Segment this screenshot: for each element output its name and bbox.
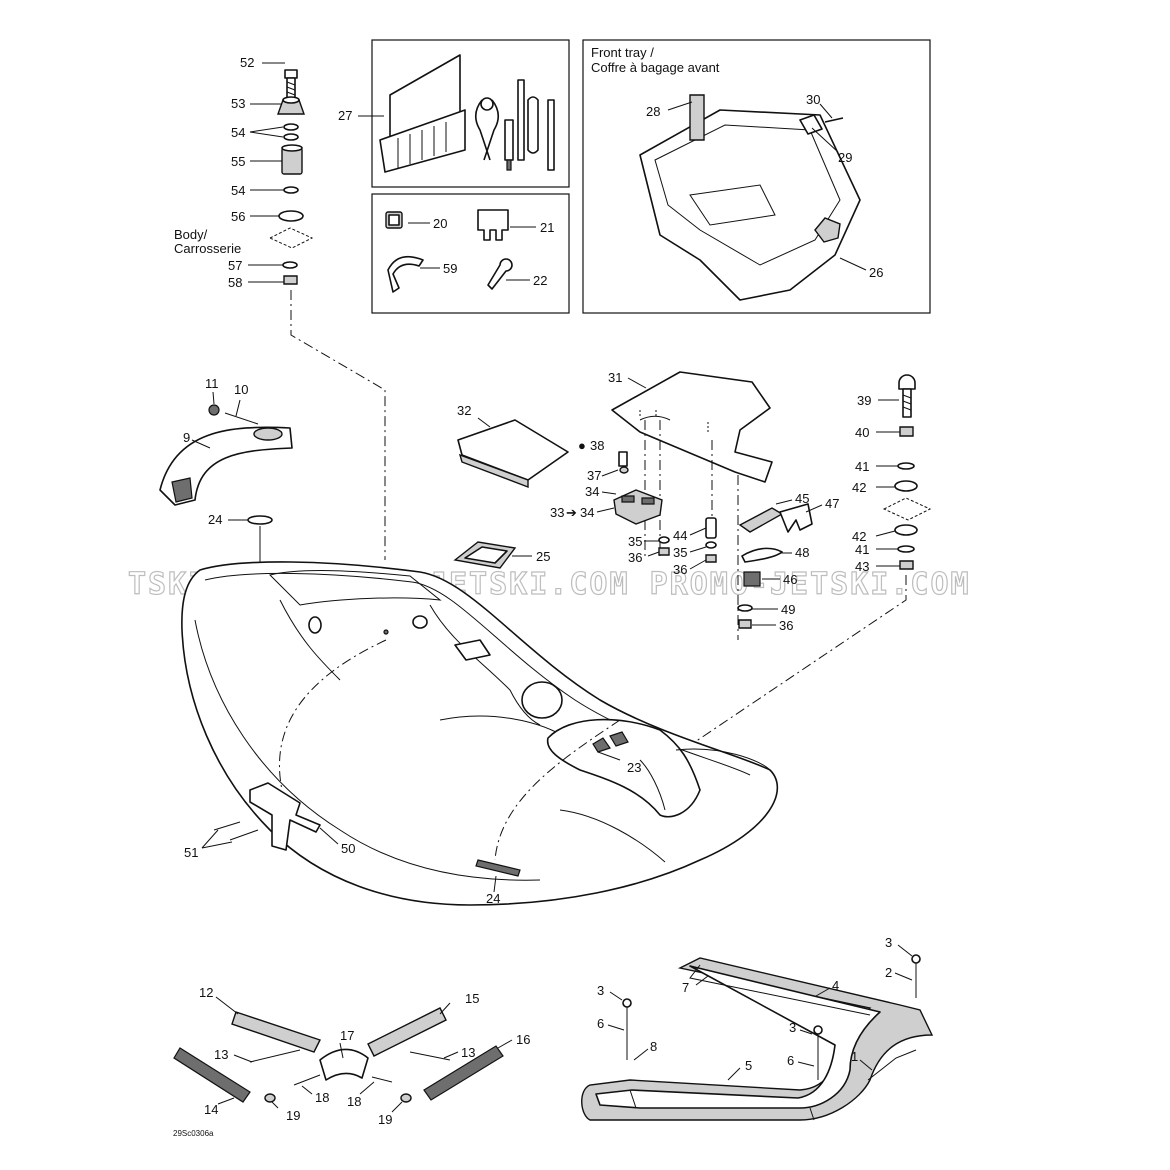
label-23: 23 bbox=[627, 760, 641, 775]
leaders-left-stack bbox=[248, 62, 285, 283]
label-2: 2 bbox=[885, 965, 892, 980]
label-41b: 41 bbox=[855, 542, 869, 557]
label-28: 28 bbox=[646, 104, 660, 119]
mounting-stack-right bbox=[679, 374, 932, 753]
drawing-code: 29Sc0306a bbox=[173, 1129, 214, 1138]
label-10: 10 bbox=[234, 382, 248, 397]
body-label-line2: Carrosserie bbox=[174, 241, 241, 256]
label-39: 39 bbox=[857, 393, 871, 408]
label-29: 29 bbox=[838, 150, 852, 165]
bracket-assembly bbox=[201, 782, 521, 893]
arrow-symbol: ➔ bbox=[566, 505, 577, 520]
label-18a: 18 bbox=[315, 1090, 329, 1105]
label-54a: 54 bbox=[231, 125, 245, 140]
label-3c: 3 bbox=[789, 1020, 796, 1035]
label-36a: 36 bbox=[628, 550, 642, 565]
label-24a: 24 bbox=[208, 512, 222, 527]
seat-assembly bbox=[596, 371, 773, 640]
label-33: 33 bbox=[550, 505, 564, 520]
label-25: 25 bbox=[536, 549, 550, 564]
label-24b: 24 bbox=[486, 891, 500, 906]
label-9: 9 bbox=[183, 430, 190, 445]
label-46: 46 bbox=[783, 572, 797, 587]
label-36c: 36 bbox=[779, 618, 793, 633]
label-21: 21 bbox=[540, 220, 554, 235]
label-5: 5 bbox=[745, 1058, 752, 1073]
label-7: 7 bbox=[682, 980, 689, 995]
label-22: 22 bbox=[533, 273, 547, 288]
label-44: 44 bbox=[673, 528, 687, 543]
label-4: 4 bbox=[832, 978, 839, 993]
label-3a: 3 bbox=[885, 935, 892, 950]
label-34: 34 bbox=[585, 484, 599, 499]
label-48: 48 bbox=[795, 545, 809, 560]
label-52: 52 bbox=[240, 55, 254, 70]
foot-mat-parts bbox=[581, 944, 934, 1121]
tool-kit bbox=[358, 54, 555, 173]
label-45: 45 bbox=[795, 491, 809, 506]
small-parts bbox=[385, 209, 536, 293]
label-37: 37 bbox=[587, 468, 601, 483]
label-55: 55 bbox=[231, 154, 245, 169]
label-54b: 54 bbox=[231, 183, 245, 198]
label-11: 11 bbox=[205, 376, 219, 391]
label-31: 31 bbox=[608, 370, 622, 385]
label-19a: 19 bbox=[286, 1108, 300, 1123]
label-43: 43 bbox=[855, 559, 869, 574]
front-tray-title-line2: Coffre à bagage avant bbox=[591, 60, 720, 75]
label-13b: 13 bbox=[461, 1045, 475, 1060]
label-41a: 41 bbox=[855, 459, 869, 474]
label-42a: 42 bbox=[852, 480, 866, 495]
label-30: 30 bbox=[806, 92, 820, 107]
label-38: 38 bbox=[590, 438, 604, 453]
label-26: 26 bbox=[869, 265, 883, 280]
label-17: 17 bbox=[340, 1028, 354, 1043]
label-35a: 35 bbox=[628, 534, 642, 549]
label-58: 58 bbox=[228, 275, 242, 290]
bumper-parts bbox=[173, 996, 513, 1113]
label-47: 47 bbox=[825, 496, 839, 511]
small-cover-parts bbox=[228, 417, 569, 569]
label-1: 1 bbox=[851, 1049, 858, 1064]
label-27: 27 bbox=[338, 108, 352, 123]
label-19b: 19 bbox=[378, 1112, 392, 1127]
grab-handle bbox=[159, 391, 293, 506]
label-6b: 6 bbox=[787, 1053, 794, 1068]
label-59: 59 bbox=[443, 261, 457, 276]
label-49: 49 bbox=[781, 602, 795, 617]
label-34b: 34 bbox=[580, 505, 594, 520]
label-51: 51 bbox=[184, 845, 198, 860]
label-56: 56 bbox=[231, 209, 245, 224]
label-35b: 35 bbox=[673, 545, 687, 560]
label-32: 32 bbox=[457, 403, 471, 418]
label-15: 15 bbox=[465, 991, 479, 1006]
watercraft-body bbox=[181, 561, 779, 906]
label-36b: 36 bbox=[673, 562, 687, 577]
label-40: 40 bbox=[855, 425, 869, 440]
label-6a: 6 bbox=[597, 1016, 604, 1031]
label-13a: 13 bbox=[214, 1047, 228, 1062]
label-57: 57 bbox=[228, 258, 242, 273]
body-label-line1: Body/ bbox=[174, 227, 208, 242]
drop-symbol: ● bbox=[578, 438, 586, 453]
small-parts-frame bbox=[371, 193, 570, 314]
label-18b: 18 bbox=[347, 1094, 361, 1109]
label-16: 16 bbox=[516, 1032, 530, 1047]
label-12: 12 bbox=[199, 985, 213, 1000]
tool-kit-frame bbox=[371, 39, 570, 188]
label-14: 14 bbox=[204, 1102, 218, 1117]
label-50: 50 bbox=[341, 841, 355, 856]
label-42b: 42 bbox=[852, 529, 866, 544]
seat-latch bbox=[737, 499, 823, 629]
mounting-stack-left bbox=[268, 69, 386, 560]
front-tray bbox=[639, 94, 867, 301]
label-3b: 3 bbox=[597, 983, 604, 998]
front-tray-frame bbox=[582, 39, 931, 314]
front-tray-title-line1: Front tray / bbox=[591, 45, 654, 60]
label-53: 53 bbox=[231, 96, 245, 111]
label-8: 8 bbox=[650, 1039, 657, 1054]
label-20: 20 bbox=[433, 216, 447, 231]
